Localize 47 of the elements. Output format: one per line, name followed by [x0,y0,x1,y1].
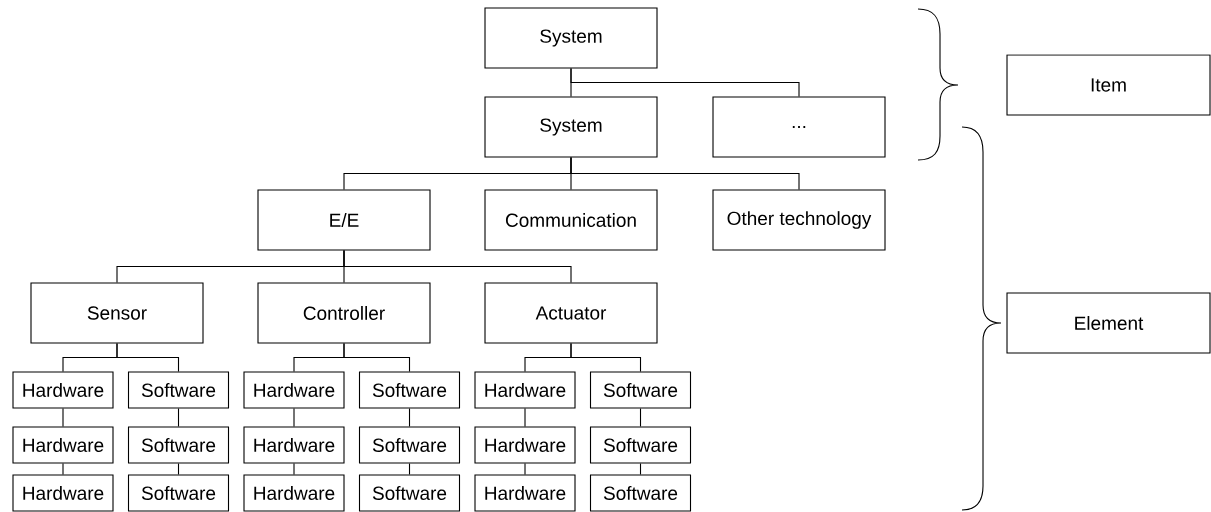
component-box: Software [127,371,230,409]
component-box: Hardware [243,474,345,512]
connector-line [293,463,295,475]
connector-line [177,408,180,427]
component-box: ... [712,96,886,158]
component-box: System [484,96,658,158]
component-box: Software [127,474,230,512]
component-box: Hardware [474,371,576,409]
component-box: System [484,7,658,69]
component-box: Software [358,474,461,512]
connector-line [639,463,642,475]
component-box: Other technology [712,189,886,251]
component-box: E/E [257,189,431,251]
connector-line [524,408,526,427]
component-box: Software [127,426,230,464]
component-box: Software [358,426,461,464]
component-box: Hardware [243,371,345,409]
connector-line [62,463,64,475]
component-box: Hardware [474,474,576,512]
connector-line [524,463,526,475]
component-box: Controller [257,282,431,344]
connector-line [639,408,642,427]
connector-line [177,463,180,475]
component-box: Hardware [12,426,114,464]
component-box: Software [358,371,461,409]
connector-line [408,463,411,475]
component-box: Hardware [243,426,345,464]
connector-line [116,343,180,372]
connector-line [343,343,411,372]
component-box: Software [589,474,692,512]
component-box: Hardware [12,371,114,409]
connector-line [408,408,411,427]
category-box: Item [1006,54,1211,116]
connector-line [293,408,295,427]
connector-line [343,250,572,283]
component-box: Hardware [474,426,576,464]
connector-line [570,157,800,190]
component-box: Communication [484,189,658,251]
component-box: Sensor [30,282,204,344]
component-box: Software [589,371,692,409]
connector-line [570,343,642,372]
component-box: Actuator [484,282,658,344]
connector-line [570,68,800,97]
component-box: Software [589,426,692,464]
connector-line [62,408,64,427]
category-box: Element [1006,292,1211,354]
component-box: Hardware [12,474,114,512]
